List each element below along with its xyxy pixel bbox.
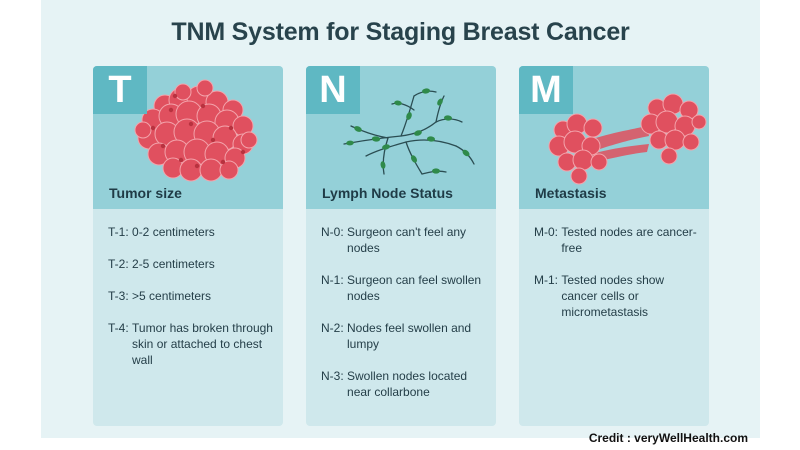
cell-nucleus [210,137,216,143]
item-code: T-2: [108,257,129,271]
item-code: N-2: [321,321,344,335]
page-title: TNM System for Staging Breast Cancer [171,18,630,46]
item-list: N-0: Surgeon can't feel any nodes N-1: S… [321,224,486,400]
cell [219,160,239,180]
item-text: >5 centimeters [132,289,212,303]
cell-nucleus [240,149,246,155]
metastasis-cluster [548,93,707,185]
stage-letter: N [306,66,360,114]
list-item: T-1: 0-2 centimeters [108,224,273,240]
cell [691,114,707,130]
item-list: M-0: Tested nodes are cancer-free M-1: T… [534,224,699,320]
cell-nucleus [178,157,184,163]
cell [174,83,192,101]
list-item: N-2: Nodes feel swollen and lumpy [321,320,486,352]
item-text: Tumor has broken through skin or attache… [132,321,273,367]
cell-nucleus [194,163,200,169]
lymph-vessels [343,90,475,175]
cell [682,133,700,151]
item-code: N-3: [321,369,344,383]
lymph-nodes [346,88,470,174]
card-heading: Metastasis [535,185,607,201]
cell-nucleus [150,125,156,131]
card-metastasis: M Metastasis M-0: Tested nodes are cance… [519,66,709,426]
cell-nucleus [220,159,226,165]
cell [179,158,203,182]
item-text: Surgeon can feel swollen nodes [347,273,482,303]
item-code: T-1: [108,225,129,239]
list-item: M-0: Tested nodes are cancer-free [534,224,699,256]
card-lymph-node: N Lymph Node Status N-0: Surgeon can't f… [306,66,496,426]
list-item: N-1: Surgeon can feel swollen nodes [321,272,486,304]
cell-nucleus [168,107,174,113]
cell [570,167,588,185]
list-item: M-1: Tested nodes show cancer cells or m… [534,272,699,320]
item-text: Surgeon can't feel any nodes [347,225,467,255]
item-text: 2-5 centimeters [132,257,215,271]
stage-letter: M [519,66,573,114]
lymph-node-illustration [343,88,475,175]
cell [240,131,258,149]
item-code: M-1: [534,273,558,287]
cell [664,129,686,151]
cell [583,118,603,138]
cell-nucleus [188,121,194,127]
item-list: T-1: 0-2 centimeters T-2: 2-5 centimeter… [108,224,273,368]
item-code: T-3: [108,289,129,303]
cell [199,158,223,182]
list-item: N-3: Swollen nodes located near collarbo… [321,368,486,400]
metastasis-illustration [548,93,707,185]
item-text: Tested nodes are cancer-free [561,225,697,255]
tumor-cluster [134,79,258,182]
cell-nucleus [160,143,166,149]
item-text: 0-2 centimeters [132,225,215,239]
tnm-infographic: TNM System for Staging Breast Cancer T T… [41,0,760,438]
cell [660,147,678,165]
cell-nucleus [228,125,234,131]
list-item: T-4: Tumor has broken through skin or at… [108,320,273,368]
cell [134,121,152,139]
item-text: Nodes feel swollen and lumpy [347,321,472,351]
cell-nucleus [172,93,178,99]
card-heading: Tumor size [109,185,182,201]
item-code: N-1: [321,273,344,287]
image-credit: Credit : veryWellHealth.com [588,431,748,445]
list-item: T-2: 2-5 centimeters [108,256,273,272]
tumor-illustration [134,79,258,182]
cell [196,79,214,97]
cell-nucleus [200,103,206,109]
stage-letter: T [93,66,147,114]
item-code: N-0: [321,225,344,239]
card-heading: Lymph Node Status [322,185,453,201]
cell [572,149,594,171]
item-code: M-0: [534,225,558,239]
item-text: Tested nodes show cancer cells or microm… [561,273,665,319]
cell [590,153,608,171]
list-item: N-0: Surgeon can't feel any nodes [321,224,486,256]
item-code: T-4: [108,321,129,335]
item-text: Swollen nodes located near collarbone [347,369,468,399]
card-tumor: T Tumor size T-1: 0-2 centimeters T-2: 2… [93,66,283,426]
list-item: T-3: >5 centimeters [108,288,273,304]
